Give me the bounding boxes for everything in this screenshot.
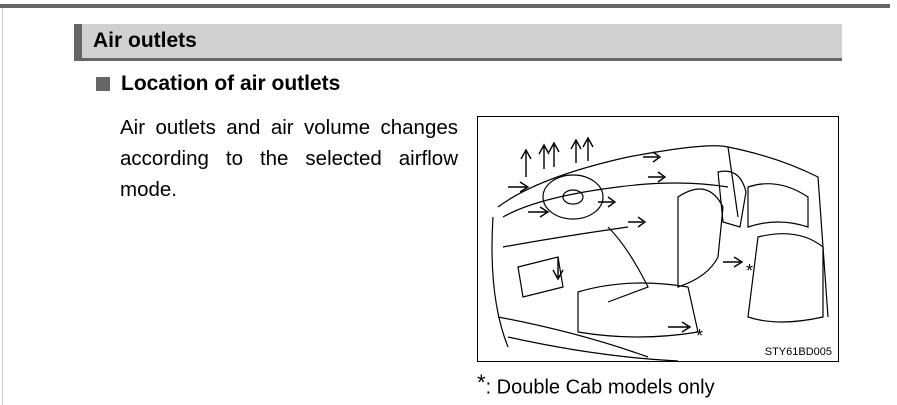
square-bullet-icon [96,77,110,91]
subsection-heading: Location of air outlets [96,72,340,96]
top-rule [0,4,890,8]
asterisk-marker-rear: * [746,261,753,281]
footnote-text: : Double Cab models only [485,376,715,399]
section-header: Air outlets [74,24,842,61]
left-rule [2,8,3,405]
air-outlet-illustration: * * STY61BD005 [477,116,839,362]
footnote-marker: * [477,370,486,395]
footnote: *: Double Cab models only [477,366,715,400]
vehicle-interior-drawing: * * [491,136,829,361]
subsection-title: Location of air outlets [121,72,341,95]
figure-code: STY61BD005 [764,346,832,358]
body-text: Air outlets and air volume changes accor… [120,116,458,201]
section-title: Air outlets [93,29,197,52]
asterisk-marker-front: * [696,326,703,346]
